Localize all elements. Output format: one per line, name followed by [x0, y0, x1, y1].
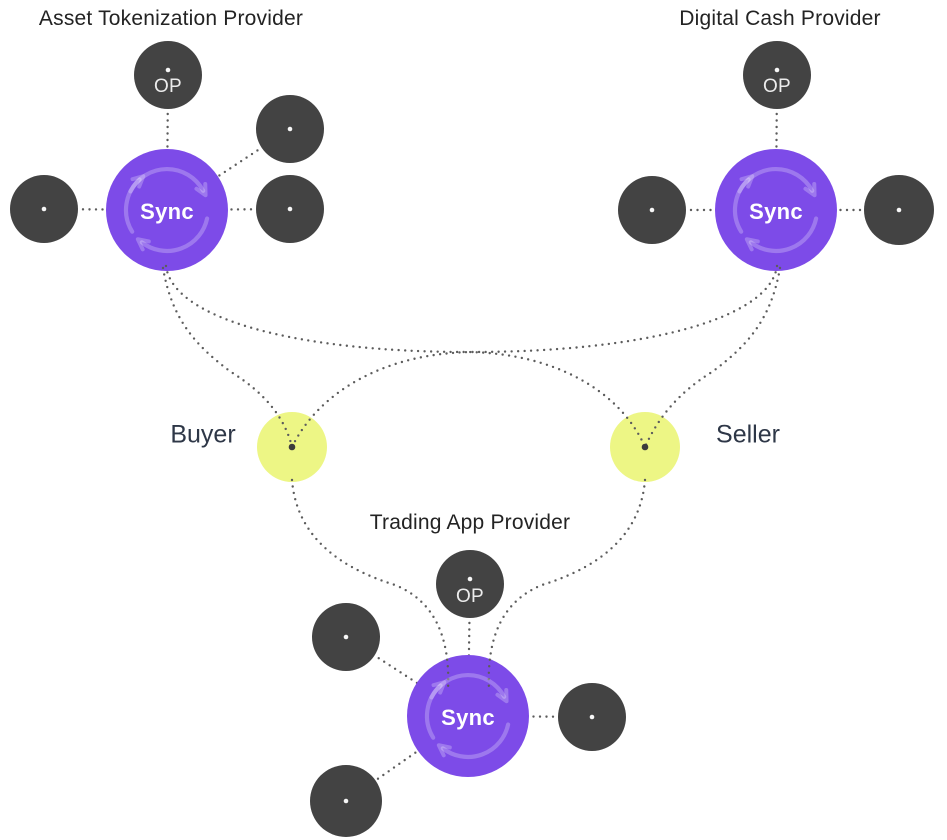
- edge-dcp-sync-buyer: [290, 264, 779, 449]
- cluster-title-trading-app: Trading App Provider: [369, 511, 571, 534]
- buyer-center-dot: [288, 443, 296, 451]
- sync-arrows-icon: [732, 167, 819, 254]
- sync-cycle-icons: [123, 167, 819, 760]
- seller-center-dot: [641, 443, 649, 451]
- center-dot: [774, 67, 780, 73]
- cluster-title-asset-tokenization: Asset Tokenization Provider: [38, 7, 304, 30]
- center-dot: [287, 206, 293, 212]
- tap-operator-node: [436, 550, 504, 618]
- sync-arrows-icon: [123, 167, 210, 254]
- dcp-sync-label: Sync: [749, 199, 803, 224]
- inter-cluster-edges: [161, 264, 782, 692]
- tap-operator-label: OP: [455, 586, 485, 607]
- atp-operator-node: [134, 41, 202, 109]
- edge-atp-sync-seller: [164, 264, 647, 449]
- buyer-label: Buyer: [170, 420, 236, 449]
- sync-nodes: [106, 149, 837, 777]
- center-dot: [343, 634, 349, 640]
- tap-sync-label: Sync: [441, 705, 495, 730]
- sync-arrows-icon: [424, 673, 511, 760]
- center-dot: [896, 207, 902, 213]
- center-dot: [343, 798, 349, 804]
- center-dot: [589, 714, 595, 720]
- cluster-title-digital-cash: Digital Cash Provider: [679, 7, 881, 30]
- center-dot: [649, 207, 655, 213]
- atp-operator-label: OP: [153, 76, 183, 97]
- center-dot: [41, 206, 47, 212]
- center-dot: [467, 576, 473, 582]
- atp-sync-label: Sync: [140, 199, 194, 224]
- party-nodes: [257, 412, 680, 482]
- center-dot: [287, 126, 293, 132]
- node-center-dots: [41, 67, 902, 804]
- edge-seller-tap-sync: [487, 478, 647, 692]
- center-dot: [165, 67, 171, 73]
- dcp-operator-node: [743, 41, 811, 109]
- edge-buyer-tap-sync: [290, 478, 450, 692]
- edge-tap-satupleft-sync: [344, 635, 470, 718]
- seller-label: Seller: [716, 420, 780, 449]
- dcp-operator-label: OP: [762, 76, 792, 97]
